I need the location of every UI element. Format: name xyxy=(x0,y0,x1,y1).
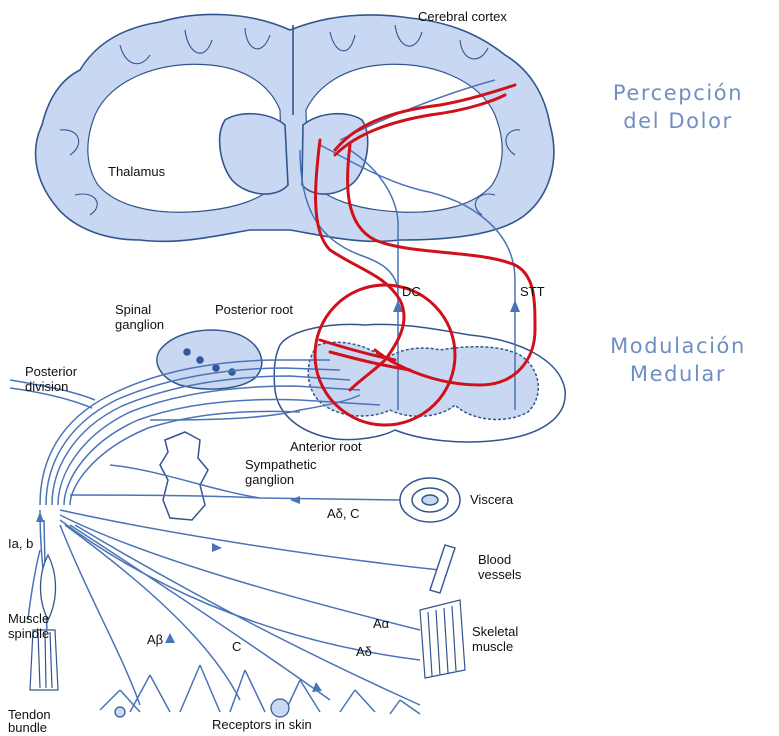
label-anterior-root: Anterior root xyxy=(290,440,362,454)
arrow-icon xyxy=(290,496,300,504)
label-spinal-ganglion-line-2: ganglion xyxy=(115,318,164,332)
arrow-icon xyxy=(312,682,322,692)
label-skeletal-muscle-line-1: Skeletal xyxy=(472,625,518,639)
title-modulacion-line-2: Medular xyxy=(578,361,778,387)
skin-receptor-fibers xyxy=(60,525,420,714)
label-stt: STT xyxy=(520,285,545,299)
label-muscle-spindle-line-1: Muscle xyxy=(8,612,49,626)
arrow-icon xyxy=(212,543,222,552)
label-posterior-root: Posterior root xyxy=(215,303,293,317)
label-thalamus: Thalamus xyxy=(108,165,165,179)
label-aalpha: Aα xyxy=(373,617,389,631)
ganglion-cell xyxy=(213,365,219,371)
title-modulacion-line-1: Modulación xyxy=(578,333,778,359)
skeletal-muscle-shape xyxy=(420,600,465,678)
skin-receptor xyxy=(271,699,289,717)
arrow-icon xyxy=(165,633,175,643)
skin-receptor xyxy=(115,707,125,717)
ganglion-cell xyxy=(184,349,190,355)
viscera-organ xyxy=(400,478,460,522)
label-viscera: Viscera xyxy=(470,493,513,507)
label-blood-vessels-line-1: Blood xyxy=(478,553,511,567)
label-receptors-in-skin: Receptors in skin xyxy=(212,718,312,732)
label-spinal-ganglion-line-1: Spinal xyxy=(115,303,151,317)
title-percepcion-line-2: del Dolor xyxy=(578,108,778,134)
label-posterior-division-line-1: Posterior xyxy=(25,365,77,379)
viscera-lumen xyxy=(422,495,438,505)
label-dc: DC xyxy=(402,285,421,299)
label-sympathetic-ganglion-line-2: ganglion xyxy=(245,473,294,487)
visceral-fiber xyxy=(70,465,400,500)
label-muscle-spindle-line-2: spindle xyxy=(8,627,49,641)
label-ia-b: Ia, b xyxy=(8,537,33,551)
ganglion-cell xyxy=(197,357,203,363)
label-skeletal-muscle-line-2: muscle xyxy=(472,640,513,654)
brain-section xyxy=(36,14,554,241)
label-sympathetic-ganglion-line-1: Sympathetic xyxy=(245,458,317,472)
label-blood-vessels-line-2: vessels xyxy=(478,568,521,582)
label-posterior-division-line-2: division xyxy=(25,380,68,394)
title-percepcion-line-1: Percepción xyxy=(578,80,778,106)
label-tendon-bundle-line-2: bundle xyxy=(8,721,47,735)
label-adelta-c: Aδ, C xyxy=(327,507,360,521)
spinal-cord-section xyxy=(274,324,565,442)
arrow-icon xyxy=(36,512,44,522)
arrow-icon xyxy=(510,300,520,312)
label-abeta: Aβ xyxy=(147,633,163,647)
label-c: C xyxy=(232,640,241,654)
label-adelta: Aδ xyxy=(356,645,372,659)
label-cerebral-cortex: Cerebral cortex xyxy=(418,10,507,24)
skeletal-muscle xyxy=(420,600,465,678)
